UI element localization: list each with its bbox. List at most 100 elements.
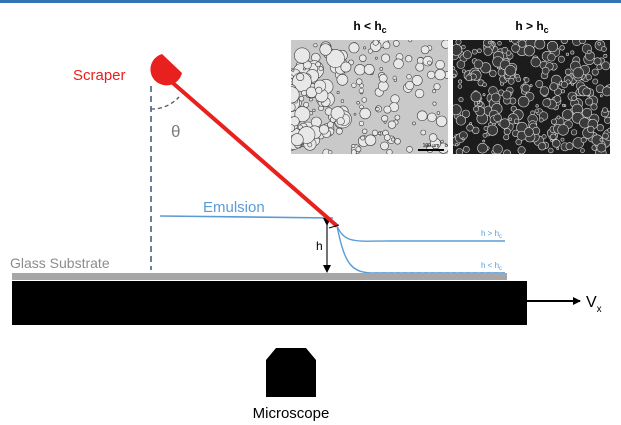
droplet [433,83,441,91]
droplet [523,45,535,57]
droplet [537,142,547,151]
microscope-label: Microscope [253,405,330,422]
scale-bar-label: 100 µm [423,143,440,149]
scraper-blade [164,75,339,228]
droplet [593,57,602,66]
droplet [381,115,389,123]
droplet [387,120,397,129]
microscope-icon [266,348,316,397]
droplet [470,91,482,103]
droplet [587,125,595,133]
droplet [432,89,437,94]
droplet [453,104,462,116]
droplet [561,109,573,121]
droplet [394,114,401,121]
droplet [453,73,456,78]
droplet [340,61,352,73]
droplet [441,40,448,49]
curve-label-thick: h > hc [481,229,502,240]
droplet [327,150,333,154]
droplet [458,97,464,103]
droplet [552,139,561,148]
droplet [477,48,482,54]
droplet [372,40,379,46]
droplet [291,102,296,112]
droplet [550,133,557,141]
droplet [367,48,373,54]
substrate-label: Glass Substrate [10,255,110,271]
droplet [313,43,318,48]
droplet [374,56,378,60]
droplet [386,149,393,154]
droplet [592,78,599,85]
droplet [362,128,368,135]
moving-stage [12,281,527,325]
droplet [455,143,459,147]
curve-thick [336,225,505,242]
droplet [351,144,356,149]
droplet [408,40,413,43]
droplet [502,90,512,100]
droplet [351,82,357,88]
droplet [601,61,610,71]
droplet [377,80,389,92]
droplet [473,59,484,69]
droplet [291,133,304,147]
droplet [504,64,517,77]
droplet [503,128,511,136]
emulsion-label: Emulsion [203,199,265,216]
droplet [390,94,400,104]
droplet [585,97,594,106]
droplet [541,134,547,140]
droplet [455,40,462,45]
droplet [453,44,463,56]
droplet [319,43,332,56]
droplet [436,115,448,127]
panel-right-title: h > hc [515,19,548,35]
droplet [364,134,377,146]
droplet [393,58,404,69]
droplet [524,127,534,137]
droplet [556,147,560,150]
droplet [476,100,480,104]
droplet [534,108,540,114]
droplet [570,50,575,55]
droplet [294,106,311,123]
droplet [361,97,367,103]
droplet [379,67,384,71]
droplet [394,138,401,145]
droplet [315,61,321,68]
droplet [564,68,572,76]
droplet [517,146,526,154]
droplet [377,131,382,136]
droplet [590,103,598,111]
droplet [360,135,366,141]
droplet [420,45,430,55]
droplet [461,44,466,50]
droplet [435,59,445,70]
droplet [380,141,389,151]
droplet [599,137,604,142]
droplet [503,149,511,154]
droplet [602,86,610,97]
droplet [391,137,396,142]
droplet [336,117,345,126]
droplet [560,40,569,44]
droplet [458,79,463,84]
droplet [291,124,295,132]
droplet [461,109,471,118]
droplet [326,49,345,68]
droplet [359,107,371,120]
droplet [420,129,427,136]
curve-label-thin: h < hc [481,261,502,272]
droplet [383,120,387,124]
droplet [434,68,446,81]
droplet [291,86,300,104]
emulsion-line [159,215,334,219]
droplet [497,41,502,46]
droplet [363,46,367,50]
droplet [599,94,603,98]
droplet [483,46,493,56]
